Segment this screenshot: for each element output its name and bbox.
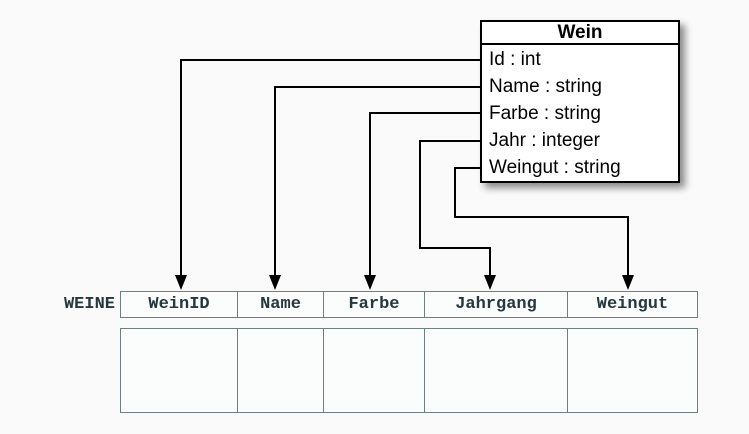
empty-cell-jahrgang — [425, 328, 568, 413]
connector-jahr-to-jahrgang — [419, 140, 496, 290]
column-header-name: Name — [238, 291, 324, 318]
empty-cell-name — [238, 328, 324, 413]
empty-cell-weinid — [120, 328, 238, 413]
arrowhead-icon — [622, 275, 634, 290]
column-header-weingut: Weingut — [568, 291, 698, 318]
connector-farbe-to-farbe — [364, 112, 480, 290]
table-empty-row — [120, 328, 698, 413]
class-attribute-farbe: Farbe : string — [489, 103, 601, 124]
arrowhead-icon — [175, 275, 187, 290]
arrowhead-icon — [364, 275, 376, 290]
column-header-jahrgang: Jahrgang — [425, 291, 568, 318]
table-header-row: WeinID Name Farbe Jahrgang Weingut — [120, 291, 698, 318]
empty-cell-weingut — [568, 328, 698, 413]
empty-cell-farbe — [324, 328, 425, 413]
arrowhead-icon — [269, 275, 281, 290]
table-name-label: WEINE — [63, 295, 115, 314]
class-attribute-name: Name : string — [489, 76, 602, 97]
column-header-farbe: Farbe — [324, 291, 425, 318]
class-attribute-id: Id : int — [489, 49, 541, 70]
class-attribute-list: Id : int Name : string Farbe : string Ja… — [482, 45, 678, 181]
connector-id-to-weinid — [175, 59, 480, 290]
class-title: Wein — [482, 22, 678, 45]
arrowhead-icon — [484, 275, 496, 290]
uml-class-box-wein: Wein Id : int Name : string Farbe : stri… — [480, 20, 680, 183]
connector-weingut-to-weingut — [454, 167, 634, 290]
column-header-weinid: WeinID — [120, 291, 238, 318]
class-attribute-jahr: Jahr : integer — [489, 130, 600, 151]
class-attribute-weingut: Weingut : string — [489, 157, 621, 178]
connector-name-to-name — [269, 86, 480, 290]
